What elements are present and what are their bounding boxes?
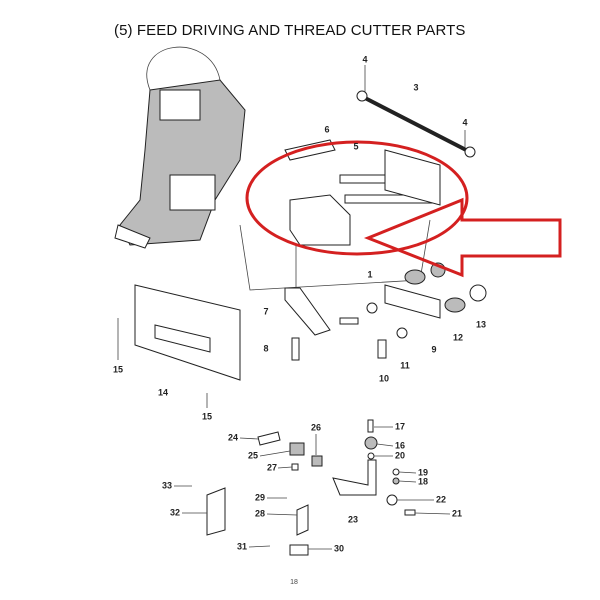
callout-20: 20 — [395, 450, 405, 460]
callout-29: 29 — [255, 492, 265, 502]
callout-3: 3 — [413, 82, 418, 92]
highlight-ellipse — [245, 140, 469, 256]
highlight-arrow — [363, 197, 562, 278]
callout-31: 31 — [237, 541, 247, 551]
callout-17: 17 — [395, 421, 405, 431]
callout-14: 14 — [158, 387, 168, 397]
callout-6: 6 — [324, 124, 329, 134]
feed-rod-parts-9-13 — [339, 262, 487, 359]
callout-4-top: 4 — [362, 54, 367, 64]
callout-8: 8 — [263, 343, 268, 353]
callout-26: 26 — [311, 422, 321, 432]
callout-21: 21 — [452, 508, 462, 518]
callout-19: 19 — [418, 467, 428, 477]
callout-7: 7 — [263, 306, 268, 316]
callout-1: 1 — [367, 269, 372, 279]
callout-24: 24 — [228, 432, 238, 442]
callout-13: 13 — [476, 319, 486, 329]
callout-15-right: 15 — [202, 411, 212, 421]
callout-4-right: 4 — [462, 117, 467, 127]
callout-27: 27 — [267, 462, 277, 472]
callout-15-left: 15 — [113, 364, 123, 374]
callout-32: 32 — [170, 507, 180, 517]
shaft-part-3 — [356, 65, 476, 158]
callout-25: 25 — [248, 450, 258, 460]
callout-30: 30 — [334, 543, 344, 553]
callout-28: 28 — [255, 508, 265, 518]
thread-cutter-parts — [206, 419, 416, 556]
leader-lines — [174, 426, 451, 550]
callout-23: 23 — [348, 514, 358, 524]
callout-10: 10 — [379, 373, 389, 383]
callout-9: 9 — [431, 344, 436, 354]
callout-16: 16 — [395, 440, 405, 450]
callout-18: 18 — [418, 476, 428, 486]
callout-22: 22 — [436, 494, 446, 504]
callout-11: 11 — [400, 360, 410, 370]
callout-33: 33 — [162, 480, 172, 490]
page-number: 18 — [290, 579, 298, 586]
feed-dog-part-7 — [284, 287, 331, 361]
page-title: (5) FEED DRIVING AND THREAD CUTTER PARTS — [114, 22, 466, 39]
callout-12: 12 — [453, 332, 463, 342]
throat-plate-part-14 — [117, 284, 241, 408]
sewing-machine-head-illustration — [114, 46, 246, 249]
callout-5: 5 — [353, 141, 358, 151]
